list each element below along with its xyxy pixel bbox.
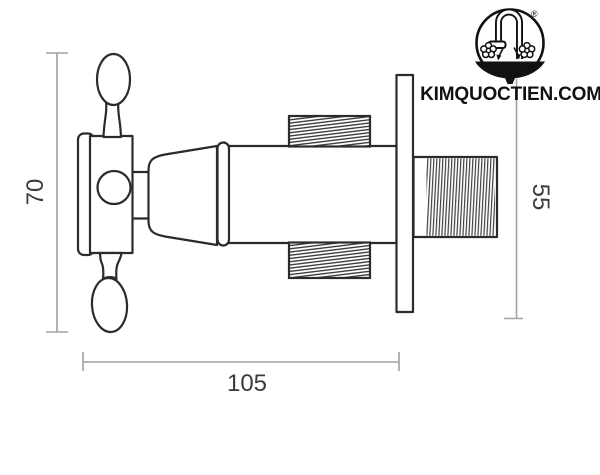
dimension-line-left-70 <box>46 52 68 333</box>
handle-knob-top <box>95 52 132 107</box>
dimension-line-right-55 <box>504 79 523 320</box>
bonnet-cone <box>147 144 219 247</box>
logo-flower-handle-right <box>518 41 536 59</box>
logo-water-arrows <box>496 47 521 61</box>
valve-cylinder-body <box>225 144 398 245</box>
logo-flower-handle-left <box>480 41 497 59</box>
handle-spoke-bottom <box>98 251 123 281</box>
handle-spoke-top <box>102 100 123 139</box>
thread-collar-bottom <box>287 241 372 280</box>
dimension-label-width-105: 105 <box>226 370 268 397</box>
handle-knob-bottom <box>90 276 129 334</box>
brand-watermark-text: KIMQUOCTIEN.COM <box>420 84 600 105</box>
dimension-line-bottom-105 <box>82 352 400 371</box>
registered-trademark-symbol: ® <box>531 9 538 19</box>
logo-basin-drain-nub <box>505 78 515 84</box>
wall-flange-plate <box>395 73 415 314</box>
bonnet-ring <box>216 141 231 247</box>
threaded-inlet-stub <box>412 155 499 239</box>
logo-sink-basin <box>475 61 545 79</box>
dimension-label-height-70: 70 <box>22 178 49 206</box>
handle-center-boss <box>96 169 132 206</box>
valve-neck <box>132 170 150 220</box>
thread-collar-top <box>287 114 372 148</box>
dimension-label-height-55: 55 <box>527 183 554 211</box>
faucet-in-circle-icon <box>475 8 545 84</box>
